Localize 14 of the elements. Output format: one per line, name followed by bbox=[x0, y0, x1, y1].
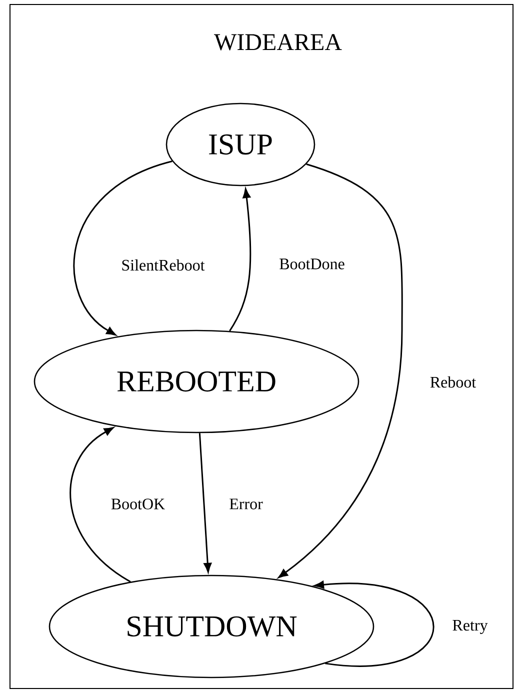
edge-label: SilentReboot bbox=[120, 258, 206, 272]
cluster-frame bbox=[10, 4, 514, 689]
edge-label: Error bbox=[228, 498, 264, 510]
arrow bbox=[278, 163, 403, 578]
cluster-title: WIDEAREA bbox=[214, 34, 342, 50]
edge-label: Retry bbox=[451, 619, 489, 635]
arrow bbox=[198, 433, 212, 573]
arrow bbox=[229, 188, 252, 332]
arrow bbox=[314, 580, 434, 667]
arrow bbox=[73, 160, 172, 336]
edge-label: BootDone bbox=[278, 258, 346, 270]
arrow bbox=[70, 427, 131, 582]
edge-label: BootOK bbox=[110, 498, 166, 510]
edge-label: Reboot bbox=[428, 375, 478, 389]
